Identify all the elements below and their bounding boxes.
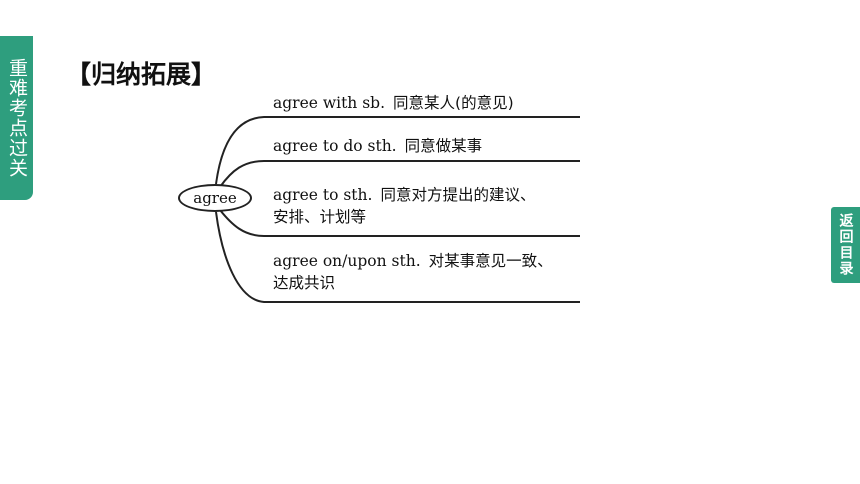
branch-3-phrase: agree to sth.	[273, 186, 373, 204]
section-side-tab: 重难考点过关	[0, 36, 33, 200]
branch-4-meaning: 对某事意见一致、	[428, 252, 553, 270]
branch-4-phrase: agree on/upon sth.	[273, 252, 421, 270]
branch-4-meaning-cont: 达成共识	[273, 274, 336, 292]
section-title: 【归纳拓展】	[66, 60, 217, 89]
mindmap-branch-2: agree to do sth. 同意做某事	[273, 135, 482, 157]
return-to-contents-label: 返回目录	[837, 213, 854, 277]
branch-2-phrase: agree to do sth.	[273, 137, 397, 155]
branch-1-meaning: 同意某人(的意见)	[393, 94, 514, 112]
return-to-contents-button[interactable]: 返回目录	[831, 207, 860, 283]
mindmap-branch-3: agree to sth. 同意对方提出的建议、 安排、计划等	[273, 184, 535, 228]
branch-3-meaning: 同意对方提出的建议、	[380, 186, 536, 204]
mindmap-center-node: agree	[178, 184, 252, 212]
branch-2-meaning: 同意做某事	[404, 137, 483, 155]
section-side-label: 重难考点过关	[6, 58, 28, 178]
mindmap-branch-4: agree on/upon sth. 对某事意见一致、 达成共识	[273, 250, 553, 294]
branch-3-meaning-cont: 安排、计划等	[273, 208, 367, 226]
mindmap-branch-1: agree with sb. 同意某人(的意见)	[273, 92, 514, 114]
branch-1-phrase: agree with sb.	[273, 94, 386, 112]
